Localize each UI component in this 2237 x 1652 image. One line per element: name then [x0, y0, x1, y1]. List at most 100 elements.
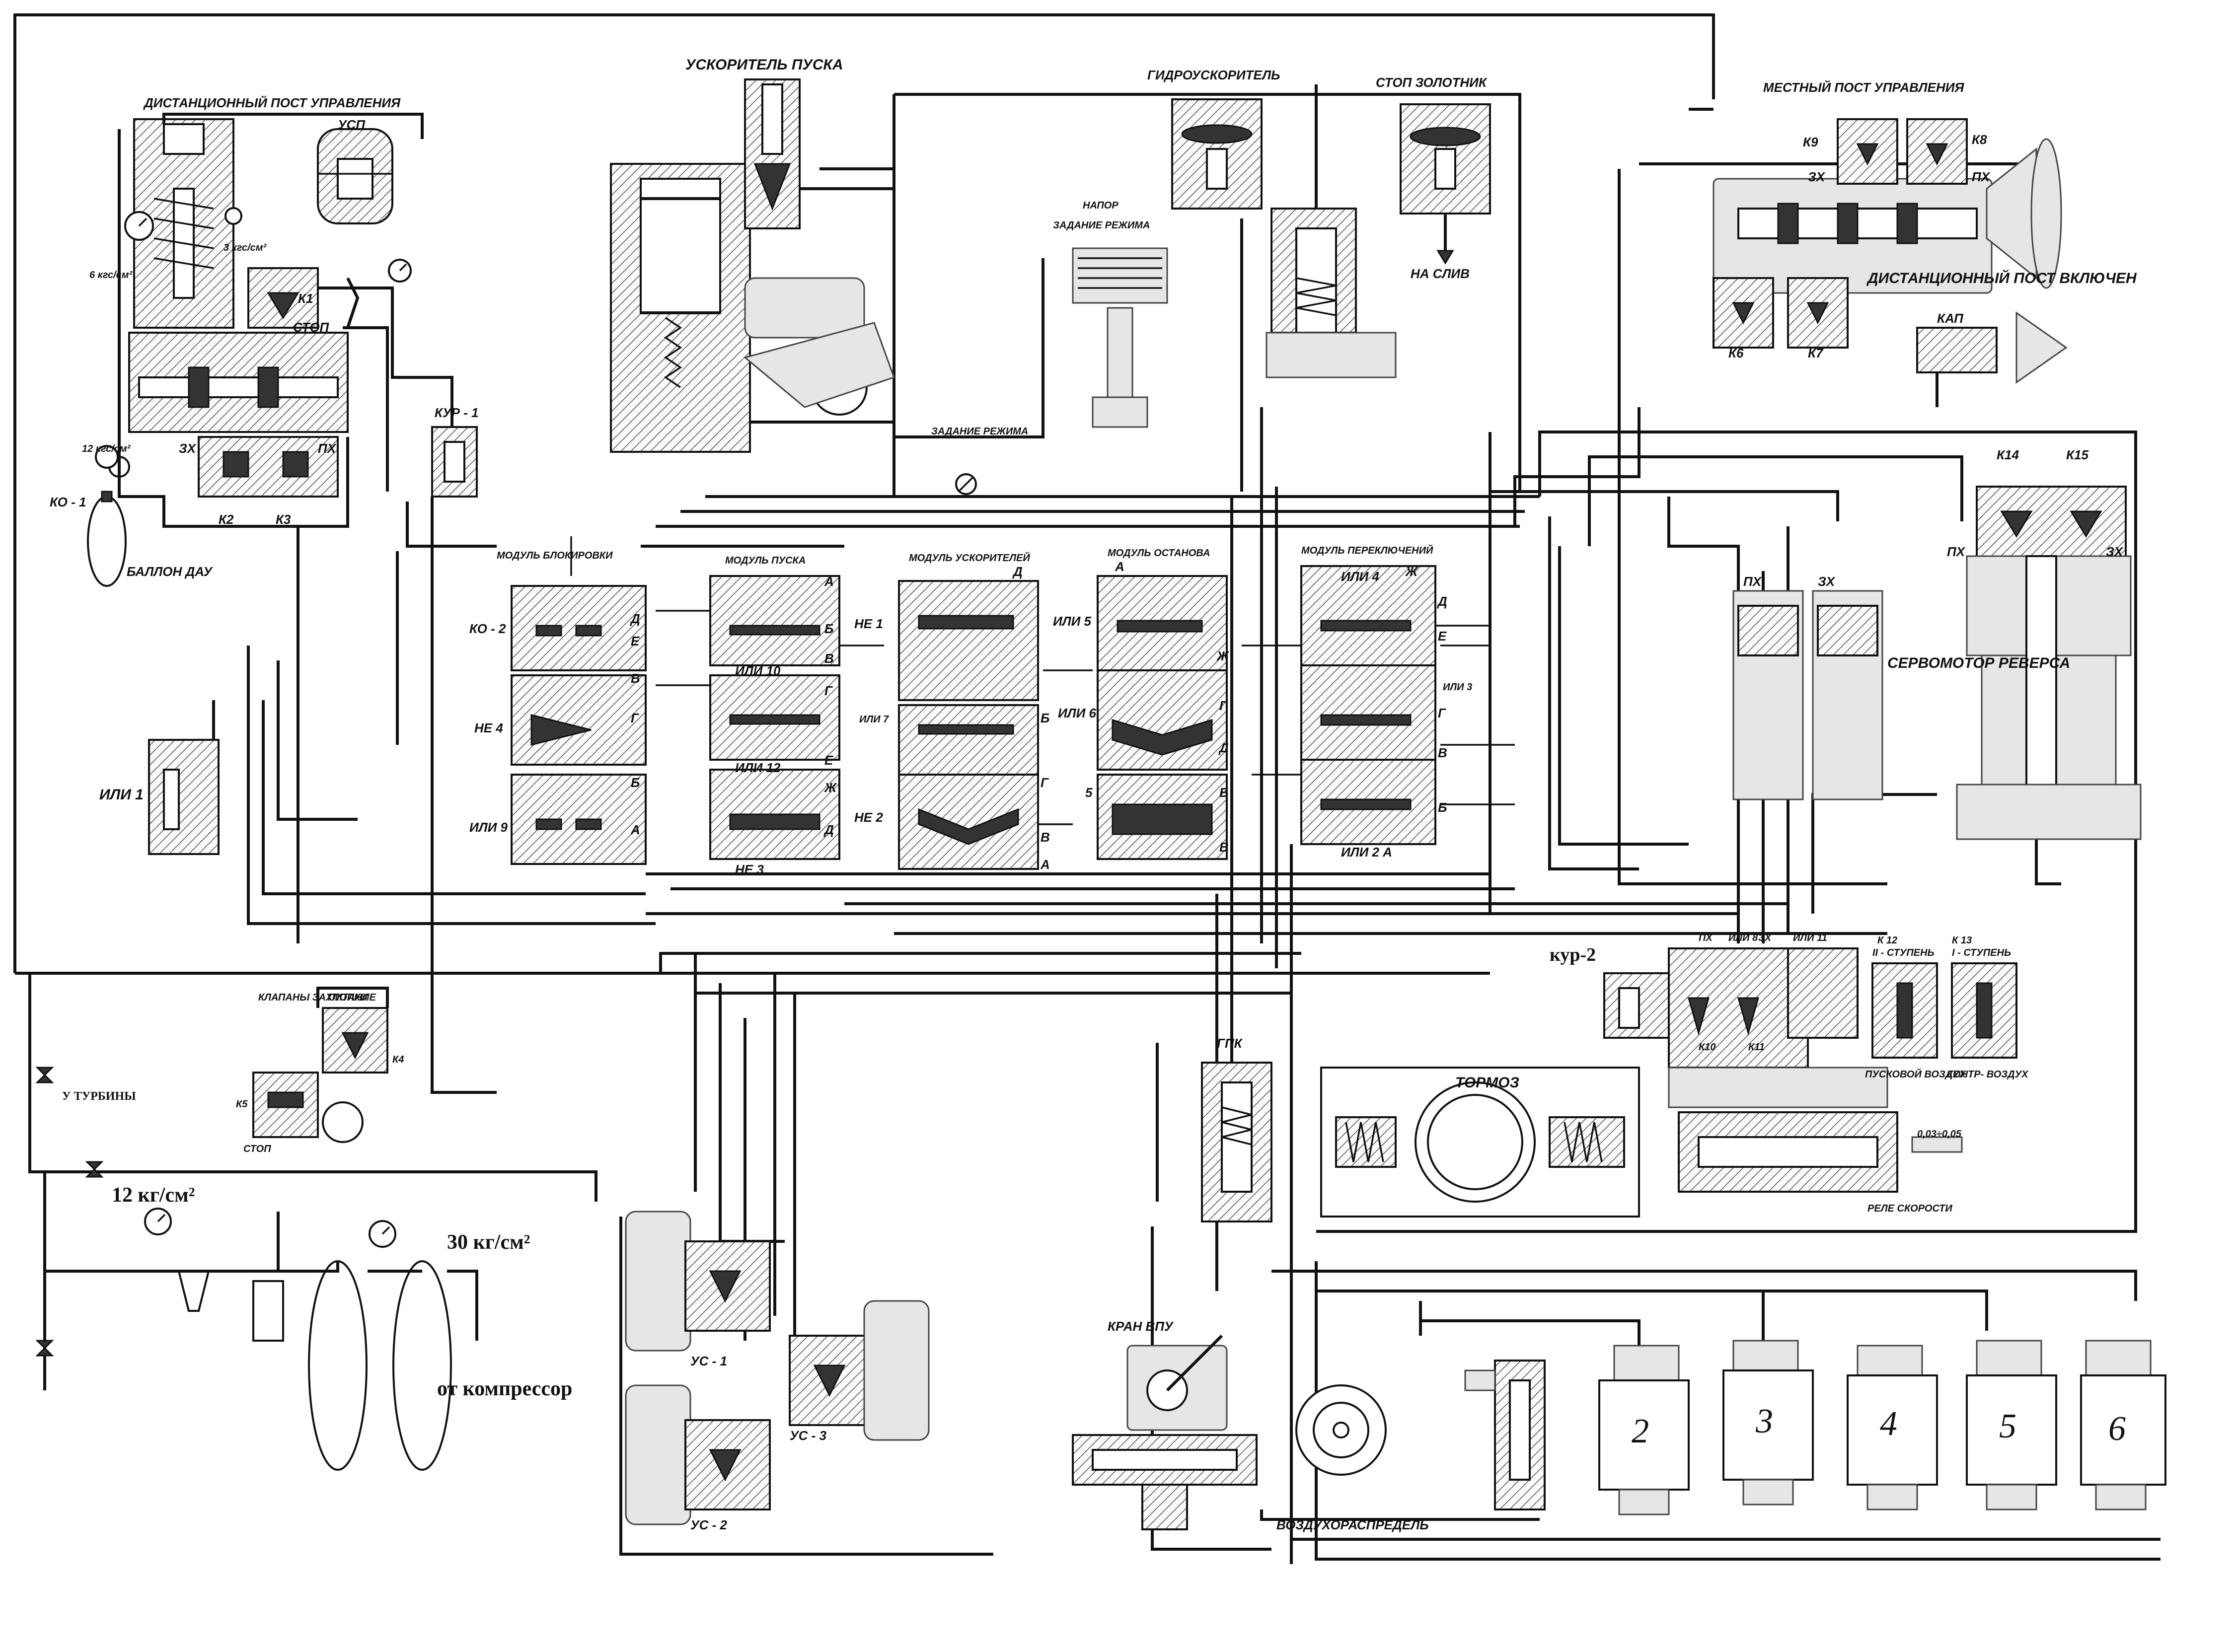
module-stop	[1097, 575, 1228, 860]
port-b-stop: Б	[1219, 785, 1228, 800]
ili1-label: ИЛИ 1	[99, 787, 144, 803]
ili6-label: ИЛИ 6	[1058, 706, 1096, 720]
stop-label: СТОП	[293, 320, 330, 335]
five-label: 5	[1085, 785, 1093, 800]
pressure-30-label: 30 кг/см²	[447, 1231, 530, 1254]
k5-label: К5	[236, 1099, 248, 1110]
ili4-label: ИЛИ 4	[1341, 569, 1379, 584]
k12-label: К 12	[1877, 935, 1897, 946]
mode-setting-gauge	[955, 473, 977, 495]
air-supply	[35, 1067, 478, 1471]
port-b-switch: Б	[1438, 800, 1447, 815]
cylinder-2	[1598, 1345, 1690, 1515]
port-b-boost: Б	[1041, 711, 1049, 725]
cylinder-4	[1847, 1345, 1938, 1510]
ne1-label: НЕ 1	[854, 616, 883, 631]
pressure-12-label: 12 кгс/см²	[82, 443, 131, 454]
stage1-label: I - СТУПЕНЬ	[1952, 947, 2011, 958]
ili10-label: ИЛИ 10	[735, 663, 781, 678]
pressure-12b-label: 12 кг/см²	[112, 1184, 195, 1207]
port-a-boost: А	[1040, 857, 1050, 872]
mode-setting-gauge-label: ЗАДАНИЕ РЕЖИМА	[931, 426, 1028, 437]
port-b-block: Б	[631, 775, 640, 790]
k2-label: К2	[219, 512, 234, 527]
ili8-label: ИЛИ 8	[1728, 933, 1758, 943]
module-switch-title: МОДУЛЬ ПЕРЕКЛЮЧЕНИЙ	[1301, 544, 1433, 556]
gap-value-label: 0,03÷0,05	[1917, 1129, 1962, 1140]
brake-label: ТОРМОЗ	[1455, 1075, 1519, 1091]
ko2-label: КО - 2	[469, 621, 506, 636]
ne2-label: НЕ 2	[854, 810, 883, 825]
local-zx-label: ЗХ	[1808, 169, 1826, 184]
stage-valve-block	[1603, 947, 2017, 1193]
ili2a-label: ИЛИ 2 А	[1341, 845, 1392, 860]
hydro-booster	[1072, 84, 1397, 428]
px-label: ПХ	[318, 441, 337, 456]
port-a-stop: А	[1115, 559, 1124, 574]
counter-air-label: КОНТР- ВОЗДУХ	[1947, 1069, 2029, 1080]
us2-valve	[625, 1384, 771, 1525]
brake	[1320, 1067, 1640, 1218]
cylinder-4-number: 4	[1880, 1405, 1897, 1443]
port-g-stop: Г	[1219, 698, 1228, 713]
k8-label: К8	[1972, 132, 1987, 147]
ne4-label: НЕ 4	[474, 720, 503, 735]
stage-zx-label: ЗХ	[1758, 933, 1772, 943]
ili9-label: ИЛИ 9	[469, 820, 508, 835]
k13-label: К 13	[1952, 935, 1972, 946]
port-g-block: Г	[631, 711, 639, 725]
kur1-label: КУР - 1	[435, 405, 479, 420]
us1-valve	[625, 1211, 771, 1352]
air-distributor-label: ВОЗДУХОРАСПРЕДЕЛЬ	[1276, 1517, 1429, 1532]
ili3-label: ИЛИ 3	[1443, 682, 1472, 693]
k4-label: К4	[392, 1054, 404, 1065]
k1-label: К1	[298, 291, 313, 306]
module-start-title: МОДУЛЬ ПУСКА	[725, 555, 806, 566]
port-g-switch: Г	[1438, 706, 1446, 720]
port-g-boost: Г	[1041, 775, 1049, 790]
cylinder-6-number: 6	[2108, 1410, 2126, 1448]
servo-left-px-label: ПХ	[1743, 574, 1762, 589]
port-d-start: Д	[823, 822, 834, 837]
ne3-label: НЕ 3	[735, 862, 764, 877]
port-e-switch: Е	[1438, 629, 1447, 644]
port-zh-start: Ж	[823, 780, 837, 795]
module-start	[709, 575, 840, 860]
port-zh-switch: Ж	[1405, 564, 1418, 579]
k6-label: К6	[1728, 346, 1744, 360]
k15-label: К15	[2066, 447, 2088, 462]
stage-px-label: ПХ	[1699, 933, 1713, 943]
cylinder-2-number: 2	[1632, 1412, 1649, 1450]
labels: ДИСТАНЦИОННЫЙ ПОСТ УПРАВЛЕНИЯ УСП 6 кгс/…	[50, 57, 2137, 1532]
start-booster	[610, 78, 895, 453]
module-switching	[1300, 565, 1436, 845]
module-block-title: МОДУЛЬ БЛОКИРОВКИ	[497, 550, 613, 561]
speed-relay-label: РЕЛЕ СКОРОСТИ	[1867, 1203, 1952, 1214]
port-v-block: В	[631, 671, 640, 686]
ili5-label: ИЛИ 5	[1053, 614, 1091, 629]
cylinder-3-number: 3	[1755, 1402, 1773, 1440]
local-px-label: ПХ	[1972, 169, 1991, 184]
reverse-servo-label: СЕРВОМОТОР РЕВЕРСА	[1887, 655, 2070, 671]
port-v-stop: В	[1219, 840, 1229, 855]
ili12-label: ИЛИ 12	[735, 760, 781, 775]
cylinder-6	[2080, 1340, 2166, 1510]
kran-vpu	[1072, 1334, 1258, 1530]
reverse-servo	[1732, 486, 2142, 840]
k14-label: К14	[1997, 447, 2019, 462]
module-boost-title: МОДУЛЬ УСКОРИТЕЛЕЙ	[909, 552, 1030, 564]
stop-valve-title: СТОП ЗОЛОТНИК	[1376, 75, 1488, 90]
port-a-start: А	[824, 574, 834, 589]
start-booster-title: УСКОРИТЕЛЬ ПУСКА	[685, 57, 843, 73]
to-drain-label: НА СЛИВ	[1411, 266, 1470, 281]
us3-label: УС - 3	[790, 1428, 826, 1443]
port-d-boost: Д	[1012, 564, 1023, 579]
gpk-label: ГПК	[1217, 1036, 1243, 1051]
port-b-start: Б	[824, 621, 833, 636]
us3-valve	[789, 1300, 930, 1441]
ili7-label: ИЛИ 7	[859, 714, 889, 725]
air-distributor	[1295, 1360, 1546, 1510]
port-v-switch: В	[1438, 745, 1447, 760]
ko1-label: КО - 1	[50, 495, 86, 509]
